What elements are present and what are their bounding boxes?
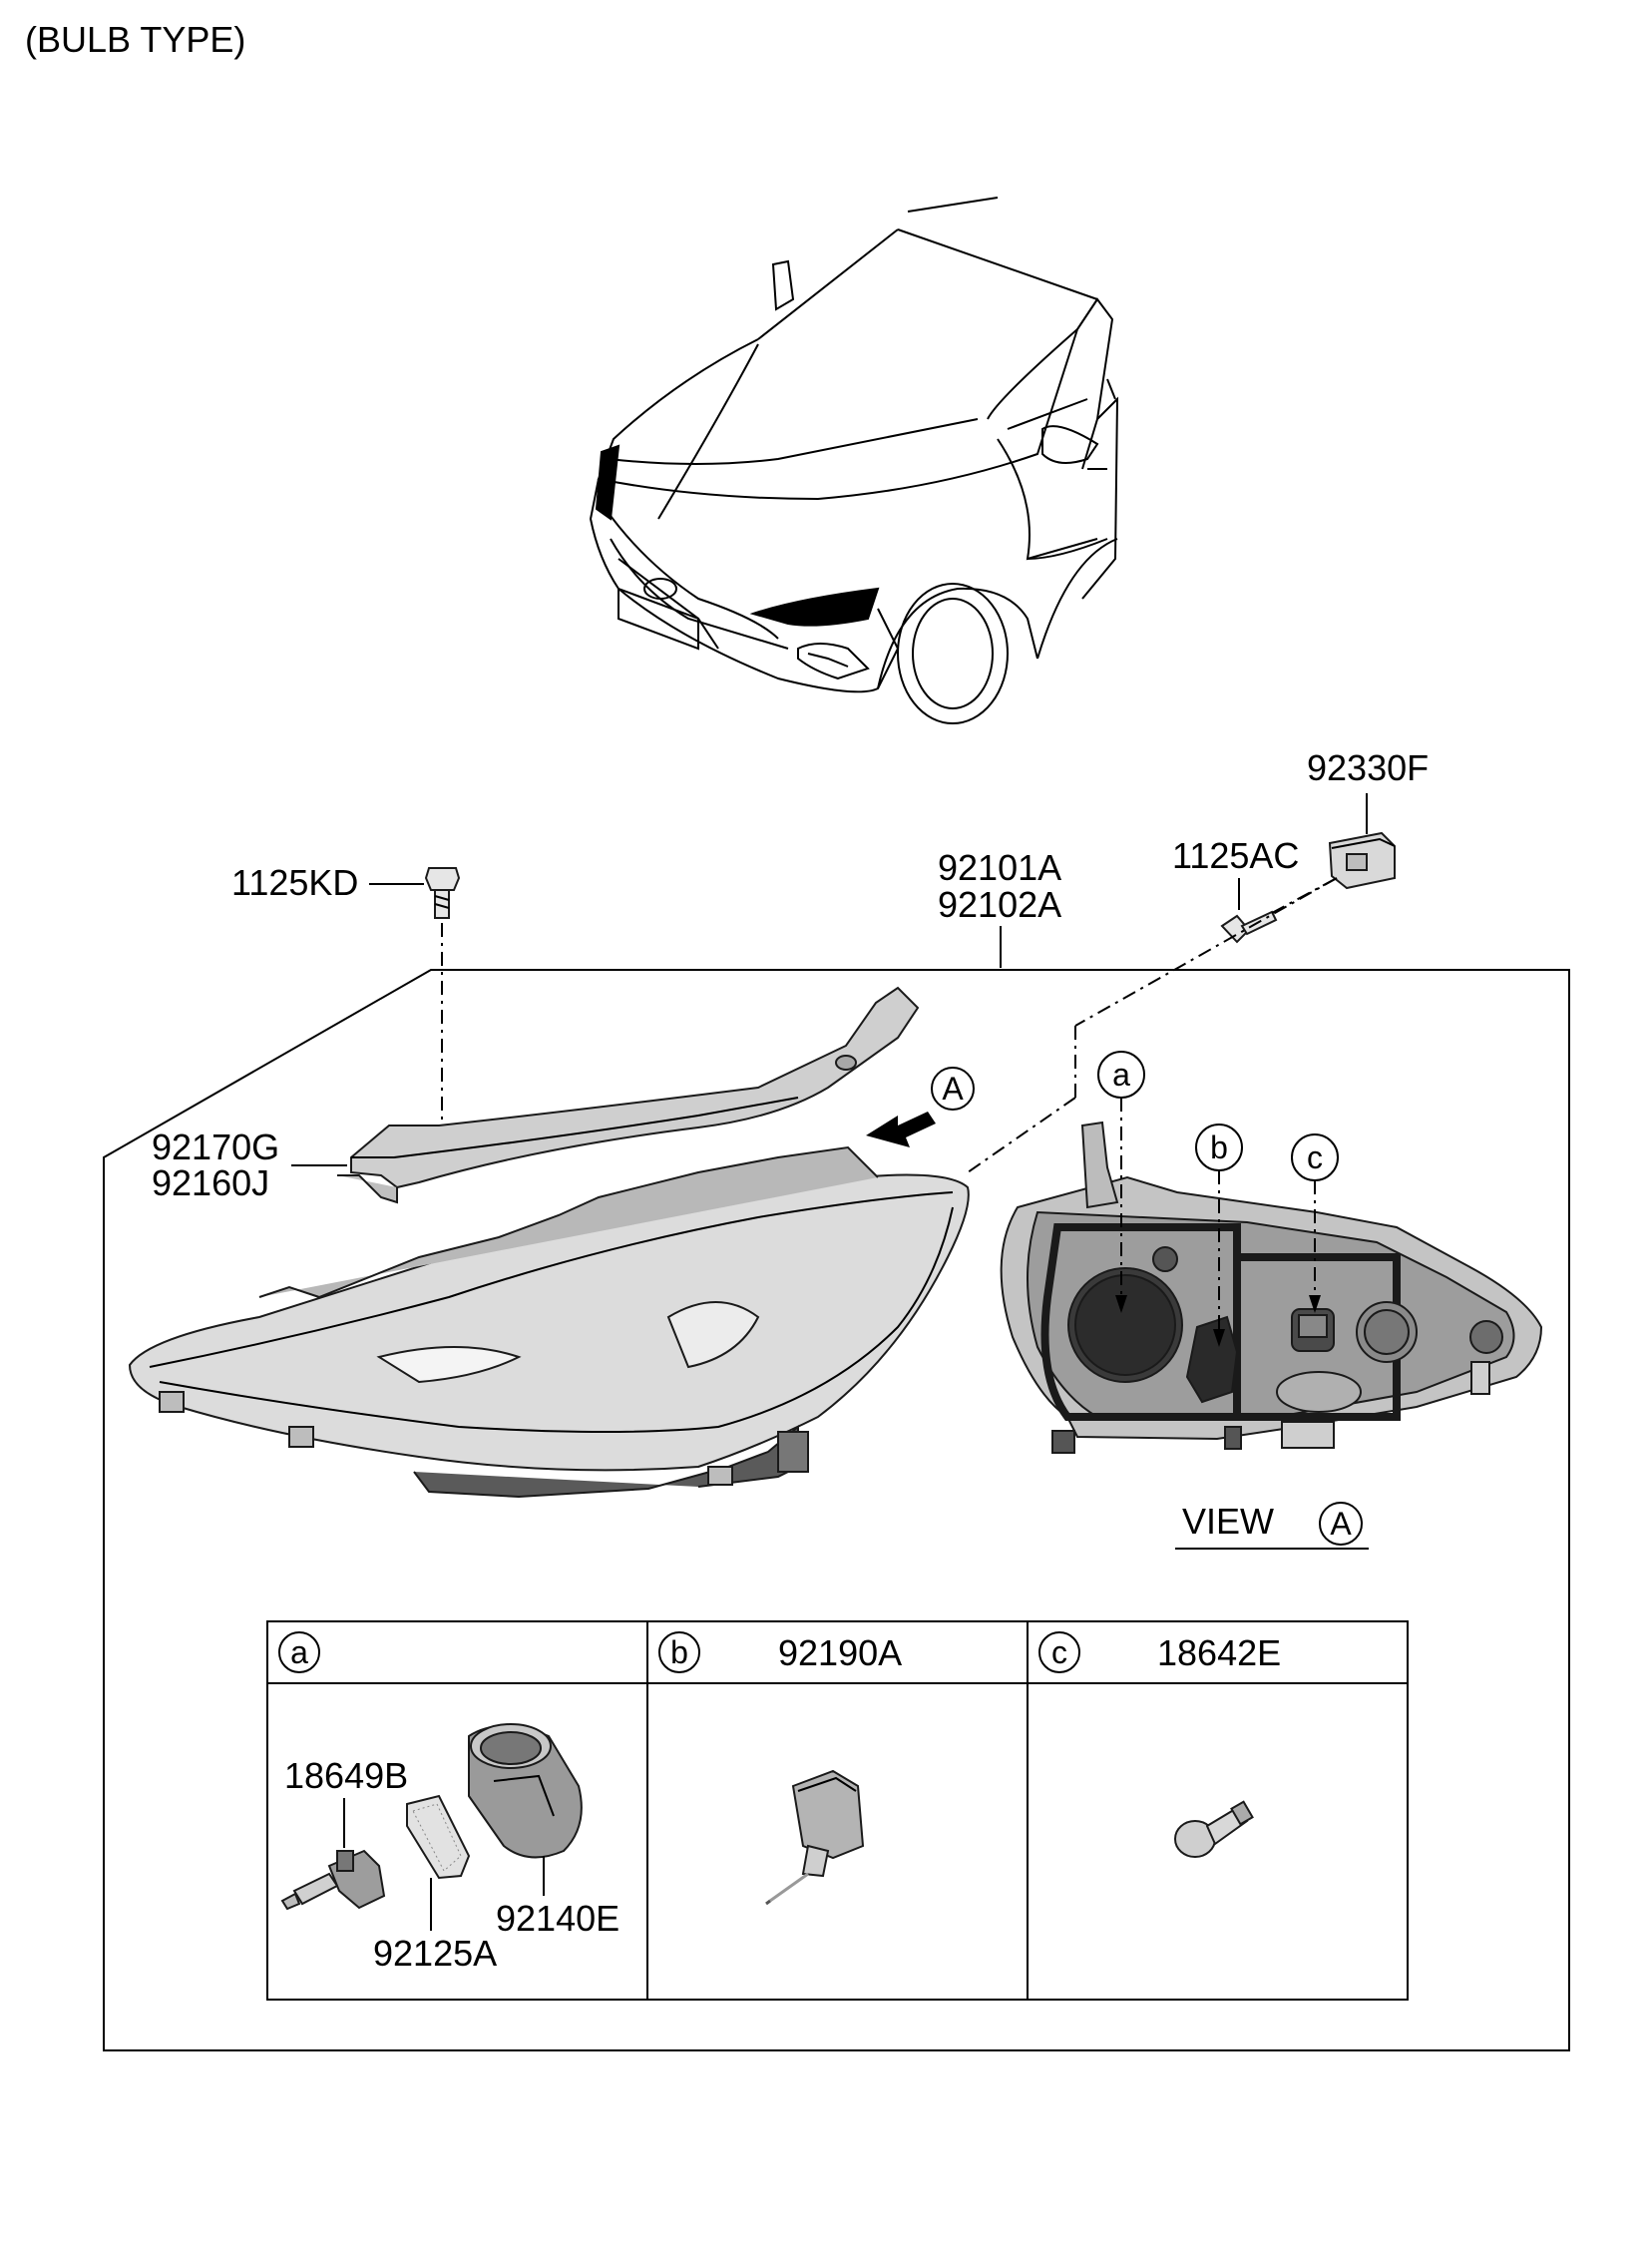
socket-92140e-icon <box>468 1723 583 1859</box>
part-label-18649b: 18649B <box>284 1755 408 1796</box>
part-label-92140e: 92140E <box>496 1898 620 1939</box>
part-label-92125a: 92125A <box>373 1933 497 1974</box>
part-label-92330f: 92330F <box>1307 747 1429 788</box>
cover-92170g-icon <box>337 986 920 1204</box>
bolt-1125kd-icon <box>424 867 461 919</box>
module-92330f-icon <box>1328 831 1396 890</box>
arrow-callout-a-icon <box>1115 1295 1127 1313</box>
view-callout-circle <box>1319 1502 1363 1546</box>
headlamp-front-view <box>128 1145 970 1499</box>
callout-letter-b: b <box>1210 1129 1228 1165</box>
table-col-a-letter: a <box>290 1634 308 1670</box>
bulb-92190a-icon <box>765 1769 865 1906</box>
leader-module-dash-3 <box>967 1097 1076 1173</box>
car-illustration <box>589 197 1119 724</box>
headlamp-rear-view <box>1000 1121 1543 1454</box>
seal-92125a-icon <box>406 1794 471 1880</box>
table-col-b-letter: b <box>670 1634 688 1670</box>
page-title: (BULB TYPE) <box>25 19 245 60</box>
view-arrow-icon <box>866 1112 936 1147</box>
table-col-b-part: 92190A <box>778 1632 902 1673</box>
arrow-callout-c-icon <box>1309 1295 1321 1313</box>
table-col-c-circle <box>1038 1631 1080 1673</box>
bulb-18642e-icon <box>1174 1800 1254 1858</box>
bulb-18649b-icon <box>280 1849 386 1911</box>
callout-letter-A: A <box>942 1071 964 1107</box>
callout-letter-c: c <box>1307 1139 1323 1175</box>
arrow-callout-b-icon <box>1213 1329 1225 1347</box>
part-label-92170g: 92170G <box>152 1127 279 1167</box>
table-col-b-circle <box>658 1631 700 1673</box>
view-label: VIEW <box>1182 1501 1274 1542</box>
callout-circle-A <box>931 1067 975 1111</box>
part-label-1125ac: 1125AC <box>1172 835 1299 876</box>
table-col-c-part: 18642E <box>1157 1632 1281 1673</box>
table-col-c-letter: c <box>1051 1634 1067 1670</box>
leader-module-dash-1 <box>1074 877 1338 1027</box>
part-label-92102a: 92102A <box>938 884 1061 925</box>
parts-table <box>266 1620 1409 2001</box>
part-label-92160j: 92160J <box>152 1162 269 1203</box>
view-callout-letter: A <box>1330 1506 1352 1542</box>
part-label-92101a: 92101A <box>938 847 1061 888</box>
assembly-box <box>103 969 1570 2051</box>
part-label-1125kd: 1125KD <box>231 862 358 903</box>
callout-letter-a: a <box>1112 1057 1130 1093</box>
table-col-a-circle <box>278 1631 320 1673</box>
